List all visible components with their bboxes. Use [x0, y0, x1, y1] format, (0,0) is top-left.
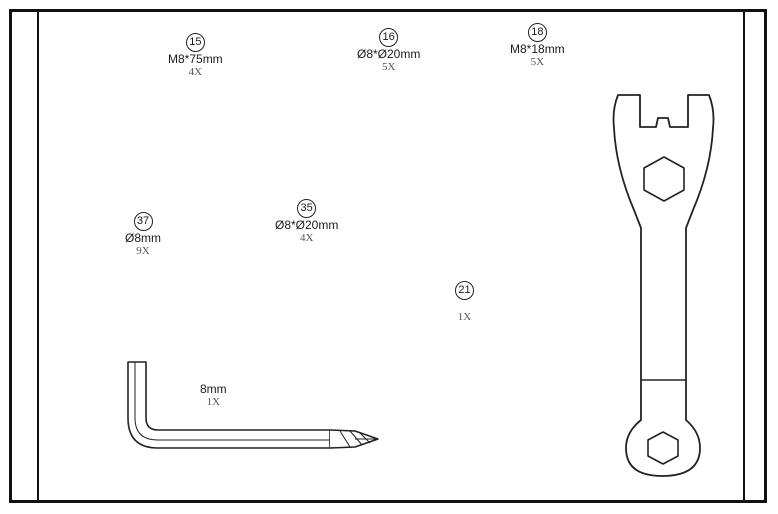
sheet-border: [9, 9, 767, 503]
allen-key-icon: [127, 361, 379, 449]
open-end-wrench-icon: [612, 94, 715, 477]
part-37: 37 Ø8mm 9X: [125, 212, 161, 257]
part-number-badge: 18: [527, 23, 547, 42]
left-margin-line: [37, 12, 39, 500]
part-15: 15 M8*75mm 4X: [168, 33, 223, 78]
part-number-badge: 35: [297, 199, 317, 218]
part-35: 35 Ø8*Ø20mm 4X: [275, 199, 338, 244]
part-16: 16 Ø8*Ø20mm 5X: [357, 28, 420, 73]
part-18: 18 M8*18mm 5X: [510, 23, 565, 68]
part-number-badge: 37: [133, 212, 153, 231]
part-quantity: 1X: [457, 311, 472, 323]
allen-key-quantity: 1X: [206, 396, 221, 408]
part-spec: Ø8*Ø20mm: [275, 218, 339, 232]
part-number-badge: 15: [185, 33, 205, 52]
right-margin-line: [743, 12, 745, 500]
part-number-badge: 21: [455, 281, 474, 300]
hexagon-nut-icon: [643, 156, 685, 202]
allen-key-spec: 8mm: [200, 382, 227, 396]
part-21: 21 1X: [455, 281, 474, 323]
part-spec: Ø8mm: [125, 231, 161, 245]
part-quantity: 4X: [188, 66, 203, 78]
part-spec: M8*18mm: [510, 42, 565, 56]
part-number-badge: 16: [379, 28, 399, 47]
part-quantity: 9X: [136, 245, 150, 257]
part-spec: Ø8*Ø20mm: [357, 47, 421, 61]
part-quantity: 5X: [381, 61, 396, 73]
part-spec: M8*75mm: [168, 52, 223, 66]
part-quantity: 5X: [530, 56, 545, 68]
part-quantity: 4X: [299, 232, 314, 244]
hexagon-nut-icon: [647, 431, 679, 465]
allen-key-label: 8mm 1X: [200, 382, 227, 408]
